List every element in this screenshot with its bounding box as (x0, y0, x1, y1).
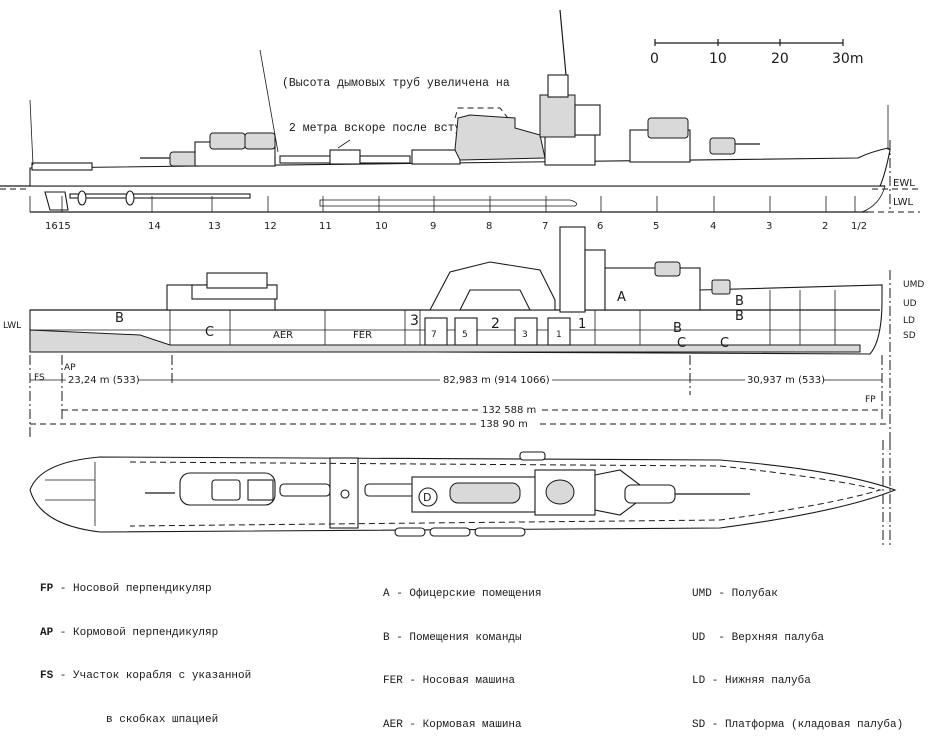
ap-marker: AP (64, 363, 76, 373)
compartment-label: 1 (578, 317, 586, 332)
fore-mast (559, 9, 567, 76)
scale-tick-label: 0 (650, 51, 659, 67)
dim-length-oa: 138 90 m (480, 419, 528, 430)
legend-item: LD - Нижняя палуба (692, 675, 811, 687)
frame-station-label: 16 (45, 221, 58, 232)
compartment-label: 5 (462, 330, 468, 340)
legend-item: UMD - Полубак (692, 588, 778, 600)
compartment-label: 3 (522, 330, 528, 340)
compartment-label: C (720, 336, 729, 351)
compartment-label: FER (353, 330, 372, 341)
frame-station-label: 5 (653, 221, 659, 232)
frame-station-label: 10 (375, 221, 388, 232)
frame-station-label: 9 (430, 221, 436, 232)
waterline-label: EWL (893, 178, 915, 189)
compartment-label: B (735, 294, 744, 309)
frame-station-label: 2 (822, 221, 828, 232)
compartment-label: 2 (491, 316, 500, 332)
legend-item: SD - Платформа (кладовая палуба) (692, 718, 904, 731)
legend-item: B - Помещения команды (383, 631, 522, 644)
legend-perpendiculars: FP - Носовой перпендикуляр AP - Кормовой… (40, 553, 251, 742)
frame-station-label: 7 (542, 221, 548, 232)
scale-tick-label: 10 (709, 51, 727, 67)
deck-label: SD (903, 331, 916, 341)
section-view: B C AER FER 3 7 5 2 3 1 1 A B B B C C UM… (3, 226, 924, 440)
compartment-label: AER (273, 330, 293, 341)
note-line: (Высота дымовых труб увеличена на (282, 77, 510, 90)
compartment-label: 7 (431, 330, 437, 340)
plan-label-d: D (423, 491, 431, 504)
legend-compartments: A - Офицерские помещения B - Помещения к… (383, 558, 541, 747)
compartment-label: C (677, 336, 686, 351)
frame-station-label: 14 (148, 221, 161, 232)
deck-label: UMD (903, 280, 924, 290)
frame-station-label: 13 (208, 221, 221, 232)
legend-item: FS - Участок корабля с указанной (40, 670, 252, 682)
dim-aft: 23,24 m (533) (68, 375, 140, 386)
frame-station-label: 1/2 (851, 221, 867, 232)
compartment-label: A (617, 290, 626, 305)
dimension-lines: AP FS FP 23,24 m (533) 82,983 m (914 106… (29, 355, 890, 440)
legend-item: A - Офицерские помещения (383, 588, 542, 600)
legend-item: FER - Носовая машина (383, 675, 516, 687)
legend-decks: UMD - Полубак UD - Верхняя палуба LD - Н… (692, 558, 903, 747)
deck-label: LD (903, 316, 915, 326)
funnel (454, 114, 546, 161)
frame-station-label: 8 (486, 221, 492, 232)
frame-station-label: 11 (319, 221, 332, 232)
fp-marker: FP (865, 395, 876, 405)
scale-tick-label: 20 (771, 51, 789, 67)
legend-item: в скобках шпацией (40, 713, 219, 726)
deck-label: UD (903, 299, 917, 309)
compartment-label: 3 (410, 313, 419, 329)
compartment-label: B (735, 309, 744, 324)
frame-station-label: 15 (58, 221, 71, 232)
frame-station-label: 6 (597, 221, 603, 232)
dim-length-pp: 132 588 m (482, 405, 536, 416)
compartment-label: B (673, 321, 682, 336)
plan-view: D (29, 440, 897, 545)
compartment-label: B (115, 311, 124, 326)
compartment-label: 1 (556, 330, 562, 340)
funnel-uptake (429, 261, 556, 311)
frame-station-label: 3 (766, 221, 772, 232)
fs-marker: FS (34, 373, 45, 383)
frame-station-label: 12 (264, 221, 277, 232)
frame-station-label: 4 (710, 221, 716, 232)
waterline-label: LWL (893, 197, 914, 208)
dim-fore: 30,937 m (533) (747, 375, 825, 386)
legend-item: AER - Кормовая машина (383, 718, 522, 731)
scale-tick-label: 30m (832, 51, 863, 67)
legend-item: UD - Верхняя палуба (692, 631, 825, 644)
ship-drawing: 0 10 20 30m (0, 9, 924, 545)
scale-bar: 0 10 20 30m (650, 39, 863, 67)
legend-item: AP - Кормовой перпендикуляр (40, 626, 219, 639)
legend-item: FP - Носовой перпендикуляр (40, 583, 212, 595)
dim-mid: 82,983 m (914 1066) (443, 375, 550, 386)
lwl-label: LWL (3, 321, 21, 331)
compartment-label: C (205, 325, 214, 340)
